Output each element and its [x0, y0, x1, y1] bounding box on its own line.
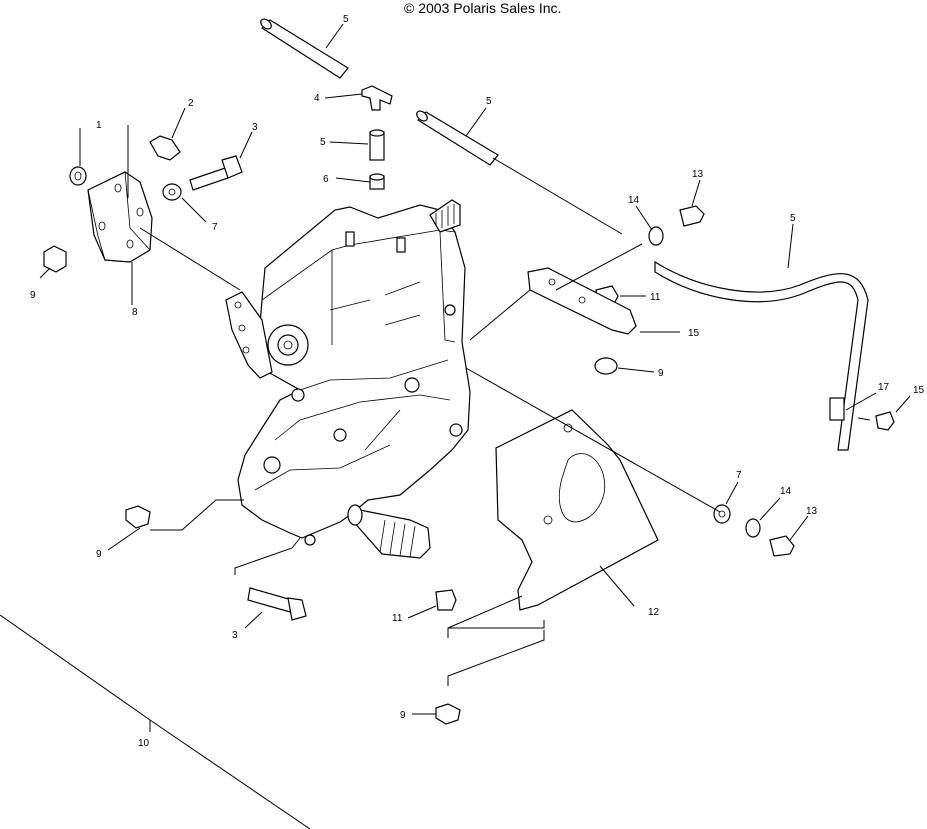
- callout-15-bolt: 15: [913, 385, 925, 396]
- copyright-notice: © 2003 Polaris Sales Inc.: [404, 0, 561, 16]
- leader-lines: [0, 23, 911, 829]
- callout-7-upper: 7: [212, 222, 218, 233]
- fasteners: [43, 135, 895, 725]
- callout-13-lower: 13: [806, 506, 818, 517]
- callout-13-upper: 13: [692, 169, 704, 180]
- callout-12: 12: [648, 607, 660, 618]
- callout-2: 2: [188, 98, 194, 109]
- callout-14-upper: 14: [628, 195, 640, 206]
- callout-9-bottom: 9: [400, 710, 406, 721]
- callout-7-lower: 7: [736, 470, 742, 481]
- support-bracket-12: [495, 409, 659, 611]
- callout-8: 8: [132, 307, 138, 318]
- callout-3-lower: 3: [232, 630, 238, 641]
- support-bracket-15: [527, 267, 637, 335]
- vent-hoses: [260, 18, 869, 451]
- callout-11-lower: 11: [392, 613, 403, 624]
- callout-10: 10: [138, 738, 150, 749]
- gearcase-assembly: [225, 199, 471, 559]
- callout-15-bracket: 15: [688, 328, 700, 339]
- callout-4: 4: [314, 93, 320, 104]
- callout-11-upper: 11: [650, 292, 661, 303]
- callout-9-left: 9: [30, 290, 36, 301]
- callout-14-lower: 14: [780, 486, 792, 497]
- vent-cap: [369, 173, 385, 190]
- callout-9-mid: 9: [96, 549, 102, 560]
- tee-fitting: [361, 85, 393, 111]
- callout-1: 1: [96, 120, 102, 131]
- callout-9-right: 9: [658, 368, 664, 379]
- callout-6: 6: [323, 174, 329, 185]
- mount-bracket-left: [87, 125, 153, 263]
- callout-5-mid: 5: [320, 137, 326, 148]
- callout-3-upper: 3: [252, 122, 258, 133]
- callout-17: 17: [878, 382, 890, 393]
- callout-5-hose: 5: [790, 213, 796, 224]
- callout-5-right: 5: [486, 96, 492, 107]
- callout-labels: 1 2 3 4 5 5 5 6 7 9 8 14 13 5 11 15 9 17…: [30, 14, 925, 749]
- callout-5-top: 5: [343, 14, 349, 25]
